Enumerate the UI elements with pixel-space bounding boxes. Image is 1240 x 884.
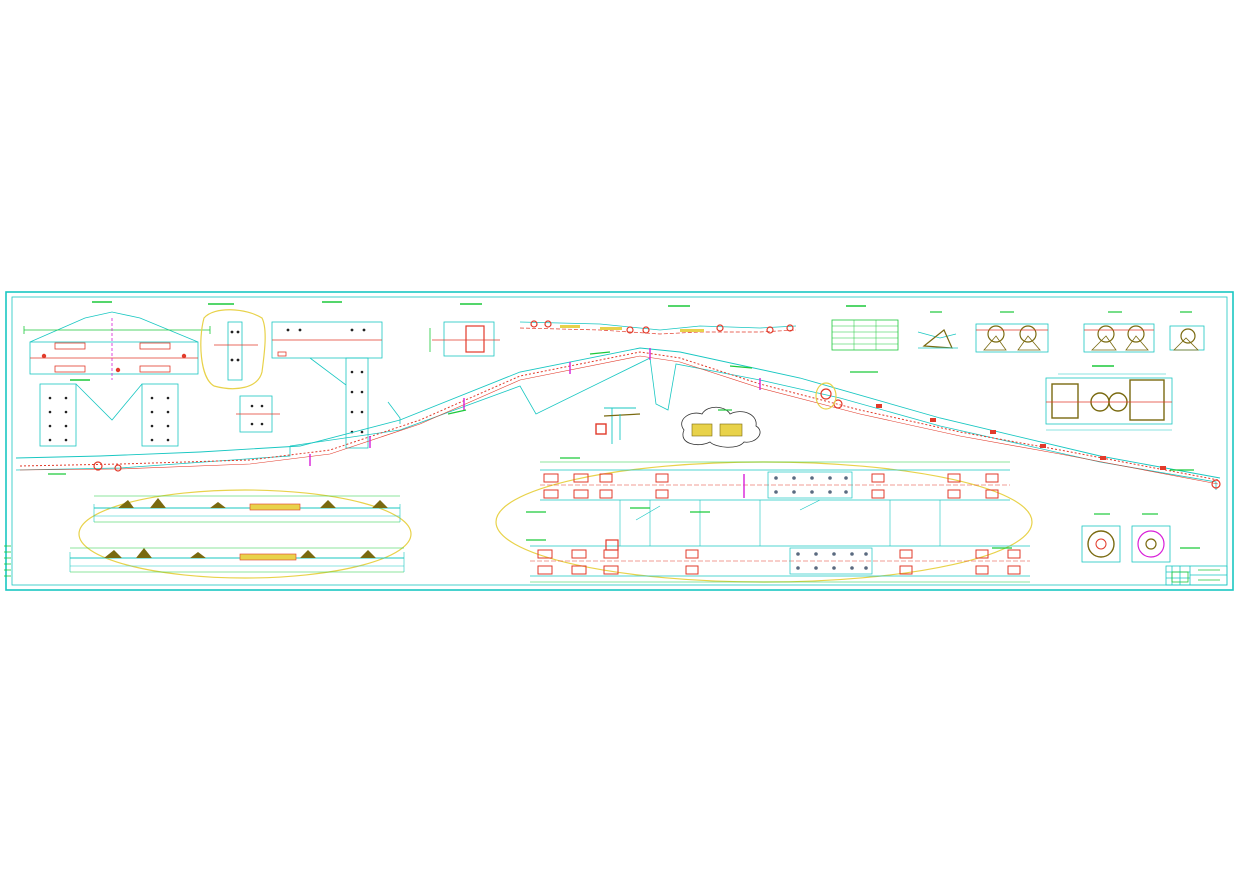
cloud-detail — [681, 406, 761, 448]
lower-profile-elevation — [69, 489, 412, 579]
spec-table — [831, 305, 899, 351]
title-block — [1165, 565, 1228, 586]
pulley-detail-row — [917, 311, 1205, 353]
drive-section — [429, 303, 500, 357]
sheet-border — [5, 291, 1234, 591]
trestle-detail — [595, 407, 641, 444]
pulley-sections — [1081, 513, 1200, 563]
plan-view — [495, 457, 1033, 583]
drive-unit — [1045, 365, 1173, 431]
idler-strip — [519, 305, 797, 335]
margin-notes — [4, 545, 11, 577]
transfer-tower-detail-2 — [200, 303, 280, 433]
main-conveyor-profile — [15, 347, 1221, 490]
transfer-tower-detail-3 — [271, 301, 383, 449]
transfer-tower-detail-1 — [23, 301, 211, 447]
